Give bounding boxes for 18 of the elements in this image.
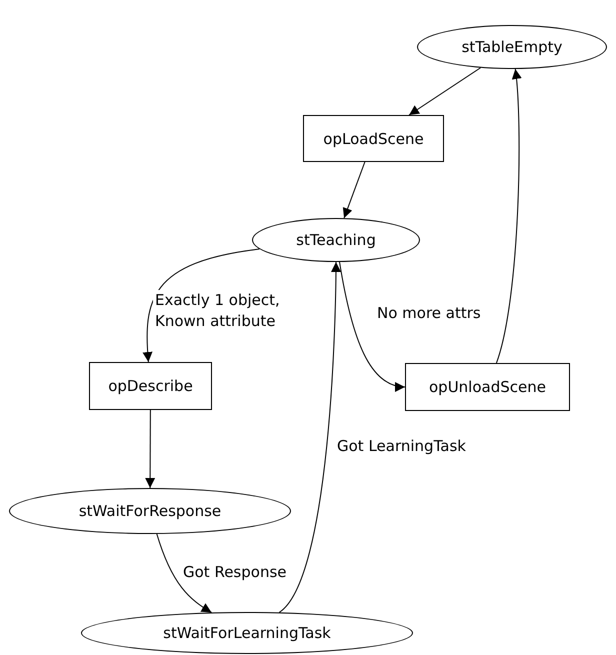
node-label: opUnloadScene [429,378,546,396]
operation-box [303,115,444,162]
arrow [142,248,260,362]
node-label: stWaitForResponse [78,502,222,520]
node-label: stTeaching [296,231,376,249]
arrow [342,162,366,219]
arrow [339,261,406,391]
node-label: opDescribe [108,377,193,395]
arrow [278,262,341,613]
arrow [145,410,156,488]
node-label: stTableEmpty [462,38,562,56]
node-label: stWaitForLearningTask [163,624,331,642]
operation-box [89,362,212,410]
arrow [496,68,522,364]
node-label: opLoadScene [323,130,424,148]
operation-box [405,363,570,411]
arrow [156,533,212,613]
arrow [408,67,482,116]
